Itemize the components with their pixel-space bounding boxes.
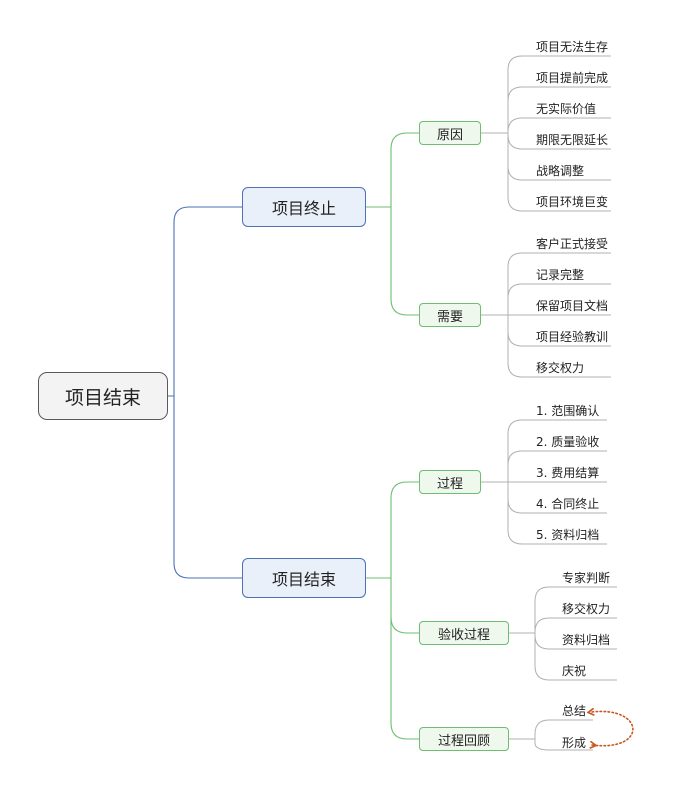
leaf-item[interactable]: 项目提前完成 [536, 71, 609, 85]
sub-branch-need[interactable]: 需要 [419, 303, 481, 327]
sub-branch-process-review[interactable]: 过程回顾 [419, 727, 509, 751]
connector-termination-to-need [390, 207, 419, 316]
leaf-item[interactable]: 庆祝 [562, 664, 587, 678]
leaf-item[interactable]: 资料归档 [562, 633, 611, 647]
connector-termination-to-reason [366, 132, 419, 208]
leaf-item[interactable]: 移交权力 [536, 361, 585, 375]
leaf-item[interactable]: 期限无限延长 [536, 133, 609, 147]
root-node[interactable]: 项目结束 [38, 372, 168, 420]
connector-closure-to-process [366, 481, 419, 579]
leaf-item[interactable]: 专家判断 [562, 571, 611, 585]
leaf-item[interactable]: 客户正式接受 [536, 237, 609, 251]
leaf-item[interactable]: 移交权力 [562, 602, 611, 616]
branch-project-closure[interactable]: 项目结束 [242, 558, 366, 598]
leaf-item[interactable]: 形成 [562, 736, 587, 750]
branch-project-termination[interactable]: 项目终止 [242, 187, 366, 227]
connector-closure-to-review [390, 617, 419, 740]
leaf-item[interactable]: 项目无法生存 [536, 40, 609, 54]
leaf-item[interactable]: 记录完整 [536, 268, 585, 282]
leaf-item[interactable]: 战略调整 [536, 164, 585, 178]
leaf-item[interactable]: 总结 [562, 704, 587, 718]
sub-branch-process[interactable]: 过程 [419, 470, 481, 494]
leaf-item[interactable]: 3. 费用结算 [536, 466, 600, 480]
connector-root-to-termination [168, 206, 242, 397]
leaf-item[interactable]: 2. 质量验收 [536, 435, 600, 449]
sub-branch-reason[interactable]: 原因 [419, 121, 481, 145]
leaf-item[interactable]: 项目环境巨变 [536, 195, 609, 209]
leaf-item[interactable]: 1. 范围确认 [536, 404, 600, 418]
leaf-item[interactable]: 项目经验教训 [536, 330, 609, 344]
relationship-arrow [592, 711, 634, 745]
leaf-item[interactable]: 5. 资料归档 [536, 528, 600, 542]
connector-root-to-closure [173, 396, 242, 579]
leaf-item[interactable]: 保留项目文档 [536, 299, 609, 313]
leaf-item[interactable]: 无实际价值 [536, 102, 597, 116]
sub-branch-acceptance-process[interactable]: 验收过程 [419, 621, 509, 645]
leaf-item[interactable]: 4. 合同终止 [536, 497, 600, 511]
connector-closure-to-acceptance [390, 578, 419, 634]
